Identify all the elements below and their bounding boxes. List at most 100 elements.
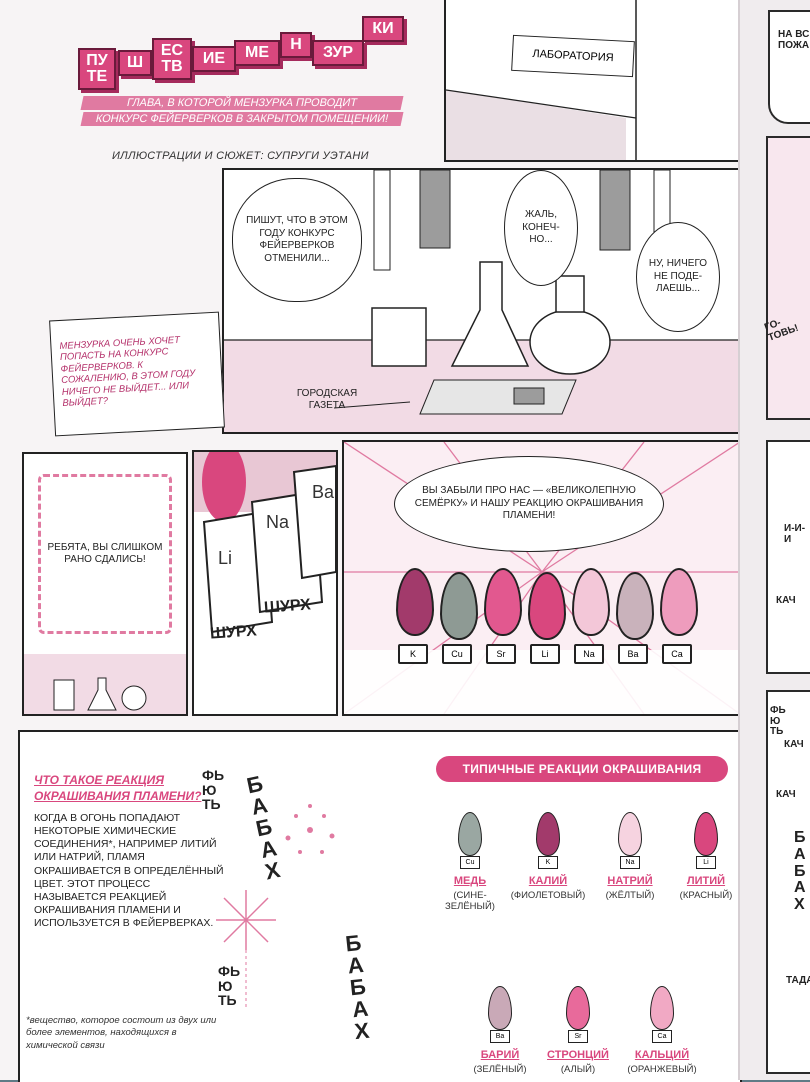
question-title: ЧТО ТАКОЕ РЕАКЦИЯ ОКРАШИВАНИЯ ПЛАМЕНИ?: [34, 773, 202, 804]
speech-bubble-news: ПИШУТ, ЧТО В ЭТОМ ГОДУ КОНКУРС ФЕЙЕРВЕРК…: [232, 178, 362, 302]
element-color: (ЗЕЛЁНЫЙ): [473, 1064, 527, 1075]
sfx-fyut: ФЬ Ю ТЬ: [218, 963, 241, 1009]
element-color: (КРАСНЫЙ): [679, 890, 733, 901]
subtitle-line: КОНКУРС ФЕЙЕРВЕРКОВ В ЗАКРЫТОМ ПОМЕЩЕНИИ…: [80, 112, 404, 126]
panel-decor: [24, 654, 186, 714]
lab-background: [446, 0, 637, 160]
next-page-panel: [766, 690, 810, 1074]
sfx-shurh: ШУРХ: [263, 596, 312, 617]
next-page-text: Б А Б А Х: [794, 829, 806, 914]
panel-info: [18, 730, 742, 1082]
chapter-title: ПУ ТЕ Ш ЕС ТВ ИЕ МЕ Н ЗУР КИ: [78, 10, 418, 110]
bubble-text: НУ, НИЧЕГО НЕ ПОДЕ-ЛАЕШЬ...: [648, 258, 708, 295]
speech-bubble-too-early: РЕБЯТА, ВЫ СЛИШКОМ РАНО СДАЛИСЬ!: [38, 474, 172, 634]
flame-character: [396, 568, 434, 636]
bubble-text: ПИШУТ, ЧТО В ЭТОМ ГОДУ КОНКУРС ФЕЙЕРВЕРК…: [246, 215, 348, 264]
sfx-fyut: ФЬ Ю ТЬ: [202, 767, 225, 813]
panel-test-tubes: Li Na Ba ШУРХ ШУРХ: [192, 450, 338, 716]
next-page-panel: [766, 440, 810, 674]
panel-lab-sign: ЛАБОРАТОРИЯ: [444, 0, 742, 162]
title-block: КИ: [362, 16, 404, 42]
element-cup: Cu: [442, 644, 472, 664]
flame-character: [616, 572, 654, 640]
next-page-text: КАЧ: [776, 595, 796, 606]
next-page-text: ФЬ Ю ТЬ: [770, 705, 786, 737]
flame-character: [528, 572, 566, 640]
tube-label-na: Na: [266, 512, 290, 532]
flame-icon: [488, 986, 512, 1030]
chapter-subtitle: ГЛАВА, В КОТОРОЙ МЕНЗУРКА ПРОВОДИТ КОНКУ…: [80, 94, 404, 128]
flame-icon: [694, 812, 718, 856]
title-block: ИЕ: [192, 46, 236, 72]
flame-icon: [566, 986, 590, 1030]
title-block: Ш: [118, 50, 152, 76]
title-block: ЗУР: [312, 40, 364, 66]
bubble-text: ВЫ ЗАБЫЛИ ПРО НАС — «ВЕЛИКОЛЕПНУЮ СЕМЁРК…: [414, 485, 644, 522]
element-name: МЕДЬ: [453, 875, 487, 887]
element-item: K КАЛИЙ (ФИОЛЕТОВЫЙ): [508, 812, 588, 901]
test-tubes-illustration: [194, 452, 336, 634]
element-cup: Sr: [486, 644, 516, 664]
element-name: КАЛЬЦИЙ: [634, 1049, 690, 1061]
typical-reactions-title: ТИПИЧНЫЕ РЕАКЦИИ ОКРАШИВАНИЯ: [436, 756, 728, 782]
next-page-panel: [768, 10, 810, 124]
subtitle-line: ГЛАВА, В КОТОРОЙ МЕНЗУРКА ПРОВОДИТ: [80, 96, 404, 110]
element-name: НАТРИЙ: [607, 875, 653, 887]
footnote: *вещество, которое состоит из двух или б…: [26, 1015, 217, 1051]
element-cup: K: [538, 856, 558, 869]
explanation-text: КОГДА В ОГОНЬ ПОПАДАЮТ НЕКОТОРЫЕ ХИМИЧЕС…: [34, 812, 224, 929]
flame-icon: [458, 812, 482, 856]
speech-bubble-nothing: НУ, НИЧЕГО НЕ ПОДЕ-ЛАЕШЬ...: [636, 222, 720, 332]
flame-character: [660, 568, 698, 636]
element-cup: Cu: [460, 856, 480, 869]
element-cup: Li: [696, 856, 716, 869]
flame-icon: [618, 812, 642, 856]
element-cup: Na: [620, 856, 640, 869]
credit-line: ИЛЛЮСТРАЦИИ И СЮЖЕТ: СУПРУГИ УЭТАНИ: [112, 150, 369, 162]
title-block: МЕ: [234, 40, 280, 66]
sfx-shurh: ШУРХ: [209, 622, 258, 643]
element-color: (СИНЕ-ЗЕЛЁНЫЙ): [445, 890, 495, 913]
lab-sign-text: ЛАБОРАТОРИЯ: [532, 47, 614, 65]
element-cup: Li: [530, 644, 560, 664]
element-cup: Ca: [662, 644, 692, 664]
title-block: ЕС ТВ: [152, 38, 192, 80]
bubble-text: ЖАЛЬ, КОНЕЧ-НО...: [522, 209, 560, 246]
firework-bursts: [216, 804, 335, 1010]
element-color: (ФИОЛЕТОВЫЙ): [510, 890, 586, 901]
speech-bubble-forgot-us: ВЫ ЗАБЫЛИ ПРО НАС — «ВЕЛИКОЛЕПНУЮ СЕМЁРК…: [394, 456, 664, 552]
flame-icon: [536, 812, 560, 856]
element-color: (ОРАНЖЕВЫЙ): [627, 1064, 697, 1075]
flame-icon: [650, 986, 674, 1030]
next-page-text: КАЧ: [776, 789, 796, 800]
flame-character: [572, 568, 610, 636]
element-name: КАЛИЙ: [528, 875, 568, 887]
next-page-text: КАЧ: [784, 739, 804, 750]
title-block: ПУ ТЕ: [78, 48, 116, 90]
element-cup: Sr: [568, 1030, 588, 1043]
tube-label-ba: Ba: [312, 482, 335, 502]
element-color: (АЛЫЙ): [560, 1064, 596, 1075]
element-cup: Ba: [490, 1030, 510, 1043]
next-page-text: ТАДА: [786, 975, 810, 986]
element-name: СТРОНЦИЙ: [547, 1049, 609, 1061]
scene-background: [224, 170, 740, 432]
manga-page: ПУ ТЕ Ш ЕС ТВ ИЕ МЕ Н ЗУР КИ ГЛАВА, В КО…: [0, 0, 760, 1082]
element-cup: Ca: [652, 1030, 672, 1043]
panel-magnificent-seven: ВЫ ЗАБЫЛИ ПРО НАС — «ВЕЛИКОЛЕПНУЮ СЕМЁРК…: [342, 440, 742, 716]
next-page-panel: [766, 136, 810, 420]
narration-text: МЕНЗУРКА ОЧЕНЬ ХОЧЕТ ПОПАСТЬ НА КОНКУРС …: [59, 334, 196, 409]
title-block: Н: [280, 32, 312, 58]
element-cup: Ba: [618, 644, 648, 664]
panel-newspaper: ПИШУТ, ЧТО В ЭТОМ ГОДУ КОНКУРС ФЕЙЕРВЕРК…: [222, 168, 742, 434]
element-name: БАРИЙ: [480, 1049, 520, 1061]
next-page-edge: НА ВС ПОЖА ГО- ТОВЬ! И-И-И КАЧ ФЬ Ю ТЬ К…: [738, 0, 810, 1080]
next-page-text: И-И-И: [784, 523, 806, 545]
